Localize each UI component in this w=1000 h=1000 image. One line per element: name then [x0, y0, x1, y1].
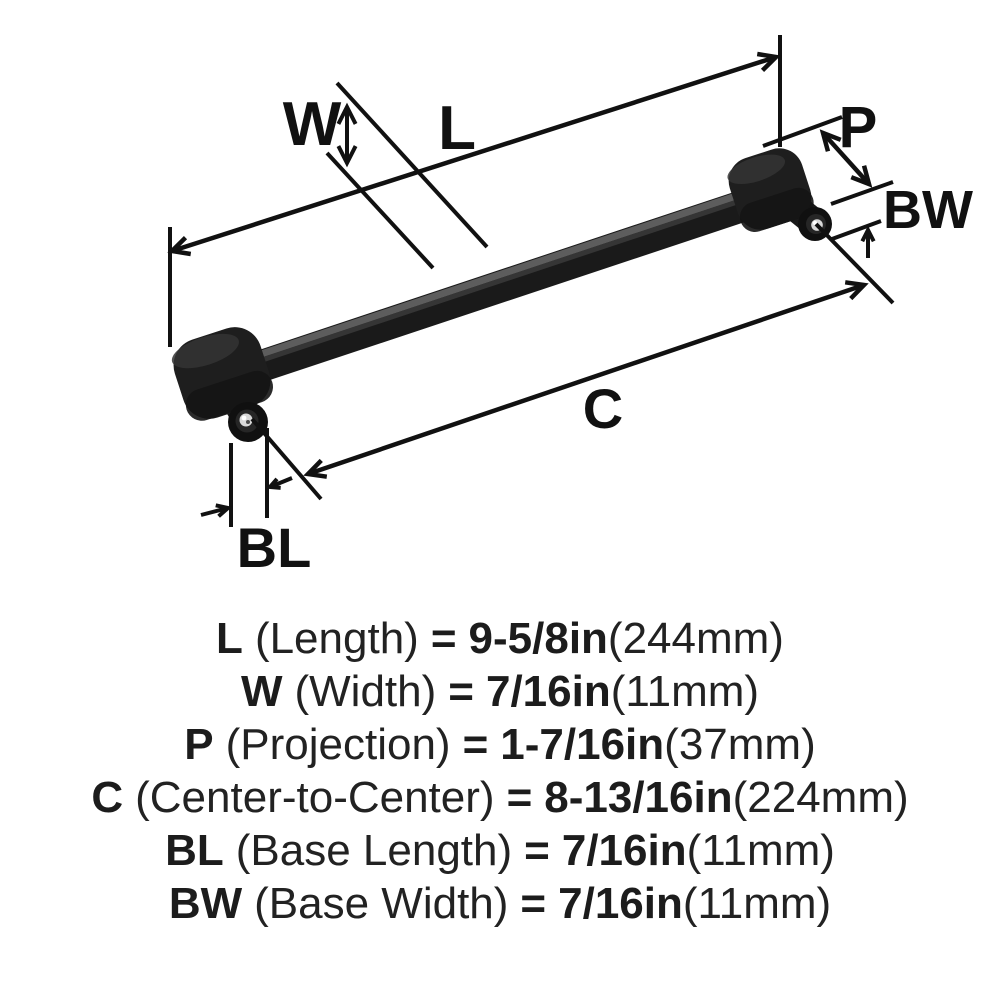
- screw-axis-extension-left: [250, 417, 323, 501]
- width-dimension-arrow-arrowhead: [336, 102, 358, 125]
- base-width-extension-upper: [830, 180, 894, 206]
- length-label: L: [438, 94, 476, 163]
- left-screw-hub: [228, 402, 268, 442]
- dimension-drawing: W L P BW C BL: [167, 35, 973, 579]
- legend-abbr: BW: [168, 879, 243, 928]
- legend-row-projection: P(Projection)=1-7/16in(37mm): [0, 718, 1000, 771]
- legend-metric: (11mm): [610, 667, 760, 716]
- legend-row-center-to-center: C(Center-to-Center)=8-13/16in(224mm): [0, 771, 1000, 824]
- right-cap: [727, 148, 814, 233]
- equals-sign: =: [462, 720, 489, 769]
- legend-name: (Center-to-Center): [135, 773, 495, 822]
- base-length-arrow-left-arrowhead: [215, 503, 233, 518]
- projection-label: P: [839, 95, 878, 160]
- projection-dimension-arrow: [821, 131, 871, 186]
- legend-name: (Projection): [225, 720, 451, 769]
- left-cap: [171, 327, 273, 421]
- base-width-label: BW: [883, 180, 973, 240]
- legend-abbr: P: [184, 720, 214, 769]
- width-label: W: [283, 90, 342, 159]
- legend-value: 9-5/8in: [468, 614, 608, 663]
- legend-value: 1-7/16in: [500, 720, 665, 769]
- length-dimension-line: [171, 54, 777, 254]
- legend-metric: (244mm): [607, 614, 784, 663]
- screw-axis-extension-right: [814, 222, 895, 305]
- length-dimension-line-arrowhead: [756, 51, 781, 72]
- equals-sign: =: [506, 773, 533, 822]
- handle-bar: [245, 187, 765, 383]
- dimension-annotations: [167, 35, 895, 527]
- legend-abbr: C: [91, 773, 124, 822]
- legend-row-base-length: BL(Base Length)=7/16in(11mm): [0, 824, 1000, 877]
- center-dimension-line: [307, 282, 865, 477]
- legend: L(Length)=9-5/8in(244mm) W(Width)=7/16in…: [0, 612, 1000, 930]
- equals-sign: =: [448, 667, 474, 716]
- base-width-extension-lower: [831, 219, 882, 241]
- center-dimension-line-arrowhead: [844, 280, 869, 301]
- base-length-arrow-left: [200, 506, 229, 517]
- legend-metric: (37mm): [664, 720, 816, 769]
- width-extension-upper: [335, 81, 489, 249]
- width-extension-lower: [325, 151, 435, 270]
- right-cap-rim: [727, 154, 786, 184]
- projection-extension-upper: [762, 115, 843, 148]
- legend-value: 7/16in: [485, 667, 611, 716]
- legend-abbr: L: [216, 614, 243, 663]
- base-length-arrow-right-arrowhead: [265, 477, 281, 490]
- legend-row-length: L(Length)=9-5/8in(244mm): [0, 612, 1000, 665]
- legend-metric: (11mm): [682, 879, 832, 928]
- equals-sign: =: [524, 826, 550, 875]
- legend-row-base-width: BW(Base Width)=7/16in(11mm): [0, 877, 1000, 930]
- legend-name: (Base Length): [235, 826, 513, 875]
- legend-metric: (11mm): [686, 826, 835, 875]
- legend-name: (Length): [254, 614, 419, 663]
- legend-value: 7/16in: [561, 826, 687, 875]
- legend-name: (Base Width): [254, 879, 509, 928]
- base-width-arrow-arrowhead: [860, 225, 876, 243]
- center-dimension-line-arrowhead: [303, 458, 328, 479]
- equals-sign: =: [430, 614, 457, 663]
- legend-row-width: W(Width)=7/16in(11mm): [0, 665, 1000, 718]
- equals-sign: =: [520, 879, 547, 928]
- legend-metric: (224mm): [732, 773, 909, 822]
- legend-value: 8-13/16in: [544, 773, 733, 822]
- handle-illustration: [171, 148, 832, 442]
- projection-dimension-arrow-arrowhead: [819, 129, 842, 152]
- legend-abbr: W: [240, 667, 283, 716]
- center-to-center-label: C: [583, 377, 623, 440]
- width-dimension-arrow-arrowhead: [336, 145, 358, 168]
- projection-dimension-arrow-arrowhead: [850, 165, 873, 188]
- left-cap-rim: [171, 333, 239, 369]
- legend-value: 7/16in: [558, 879, 683, 928]
- bar-top-highlight: [252, 188, 751, 360]
- legend-abbr: BL: [165, 826, 224, 875]
- legend-name: (Width): [294, 667, 437, 716]
- left-screw: [239, 413, 253, 427]
- base-length-label: BL: [237, 516, 312, 579]
